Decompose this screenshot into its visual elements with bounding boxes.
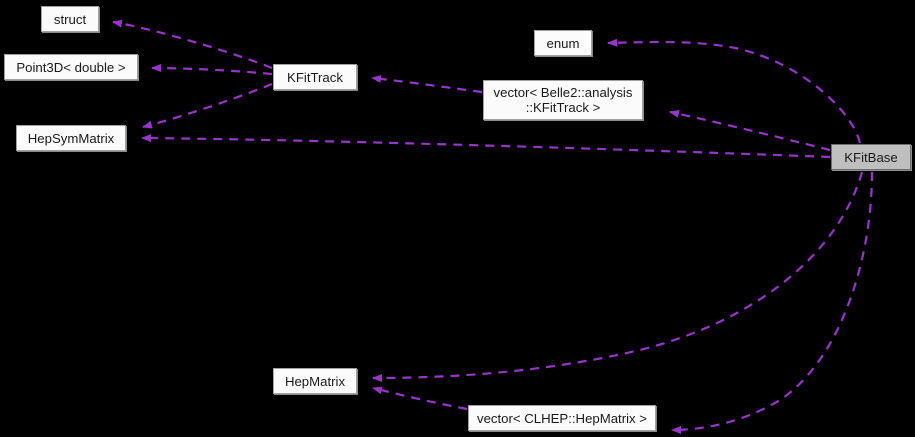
- edge-kfittrack-to-struct: [112, 19, 273, 70]
- node-kfitbase[interactable]: KFitBase: [831, 144, 911, 170]
- edge-kfitbase-to-vector-hepmatrix: [671, 171, 874, 434]
- node-hepsymmatrix[interactable]: HepSymMatrix: [16, 125, 126, 151]
- node-point3d-double[interactable]: Point3D< double >: [4, 54, 138, 80]
- node-label-hepsymmatrix: HepSymMatrix: [27, 130, 115, 146]
- node-label-vector-clhep-hepmatrix: vector< CLHEP::HepMatrix >: [476, 410, 648, 426]
- node-label-hepmatrix: HepMatrix: [284, 373, 346, 389]
- edge-kfittrack-to-point3d: [151, 64, 273, 76]
- node-struct[interactable]: struct: [41, 6, 99, 32]
- node-enum[interactable]: enum: [534, 30, 592, 56]
- edge-vector-kfittrack-to-kfittrack: [371, 74, 483, 94]
- edge-kfitbase-to-enum: [607, 38, 862, 144]
- node-label-point3d-double: Point3D< double >: [16, 59, 126, 75]
- edge-kfittrack-to-hepsymmatrix: [142, 82, 273, 129]
- node-label-kfittrack: KFitTrack: [287, 69, 343, 85]
- edge-kfitbase-to-hepsymmatrix: [141, 134, 831, 159]
- node-label-vector-belle2-analysis-kfittrack: vector< Belle2::analysis ::KFitTrack >: [493, 85, 633, 115]
- node-vector-belle2-analysis-kfittrack[interactable]: vector< Belle2::analysis ::KFitTrack >: [483, 80, 643, 120]
- edge-kfitbase-to-hepmatrix: [372, 171, 864, 382]
- node-vector-clhep-hepmatrix[interactable]: vector< CLHEP::HepMatrix >: [468, 405, 656, 431]
- node-kfittrack[interactable]: KFitTrack: [273, 64, 357, 90]
- node-hepmatrix[interactable]: HepMatrix: [273, 368, 357, 394]
- node-label-enum: enum: [546, 35, 580, 51]
- node-label-kfitbase: KFitBase: [844, 149, 898, 165]
- edge-vector-hepmatrix-to-hepmatrix: [372, 386, 468, 411]
- node-label-struct: struct: [53, 11, 87, 27]
- edge-kfitbase-to-vector-kfittrack: [669, 109, 831, 152]
